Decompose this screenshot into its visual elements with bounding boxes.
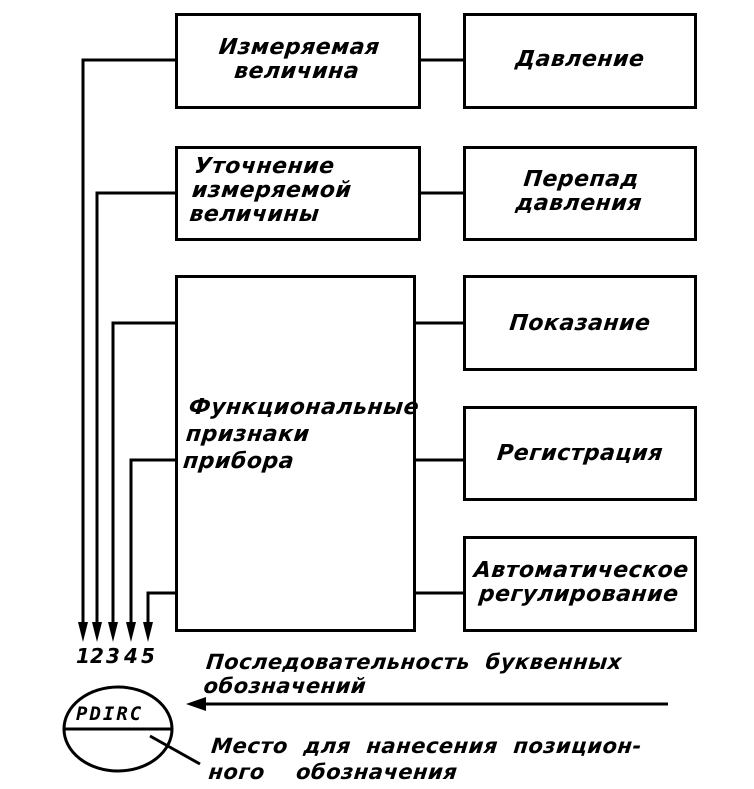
- box-indication-label: Показание: [508, 311, 652, 336]
- place-leader-line: [149, 734, 201, 766]
- box-indication: Показание: [463, 275, 697, 371]
- arrowhead-3: [108, 622, 118, 642]
- box-pressure-drop-label: Перепад давления: [514, 167, 644, 216]
- sequence-arrowhead: [186, 697, 206, 711]
- position-number-2: 2: [90, 644, 104, 668]
- box-measured-value: Измеряемая величина: [175, 13, 421, 109]
- position-number-1: 1: [76, 644, 90, 668]
- box-pressure-label: Давление: [514, 47, 646, 72]
- arrowhead-2: [92, 622, 102, 642]
- feeder-line-4: [129, 458, 175, 632]
- position-number-4: 4: [124, 644, 138, 668]
- box-measured-value-label: Измеряемая величина: [217, 35, 382, 84]
- box-registration: Регистрация: [463, 406, 697, 501]
- box-refinement-label: Уточнение измеряемой величины: [188, 154, 353, 227]
- box-functional: Функциональные признаки прибора: [175, 275, 420, 632]
- box-refinement: Уточнение измеряемой величины: [175, 146, 421, 241]
- sequence-label: Последовательность буквенных обозначений: [202, 650, 624, 698]
- feeder-line-3: [111, 321, 175, 632]
- box-automatic-control-label: Автоматическое регулирование: [472, 558, 691, 607]
- arrowhead-4: [126, 622, 136, 642]
- arrowhead-1: [78, 622, 88, 642]
- place-label: Место для нанесения позицион- ного обозн…: [207, 734, 644, 784]
- designation-bubble: [62, 685, 174, 773]
- box-registration-label: Регистрация: [495, 441, 665, 466]
- arrowhead-5: [143, 622, 153, 642]
- box-pressure: Давление: [463, 13, 697, 109]
- feeder-line-2: [95, 191, 175, 632]
- box-functional-label: Функциональные признаки прибора: [181, 395, 421, 474]
- designation-code: PDIRC: [76, 703, 144, 725]
- feeder-line-1: [81, 58, 175, 632]
- position-number-5: 5: [141, 644, 155, 668]
- box-automatic-control: Автоматическое регулирование: [463, 536, 697, 632]
- position-number-3: 3: [106, 644, 120, 668]
- box-pressure-drop: Перепад давления: [463, 146, 697, 241]
- feeder-line-5: [146, 591, 175, 632]
